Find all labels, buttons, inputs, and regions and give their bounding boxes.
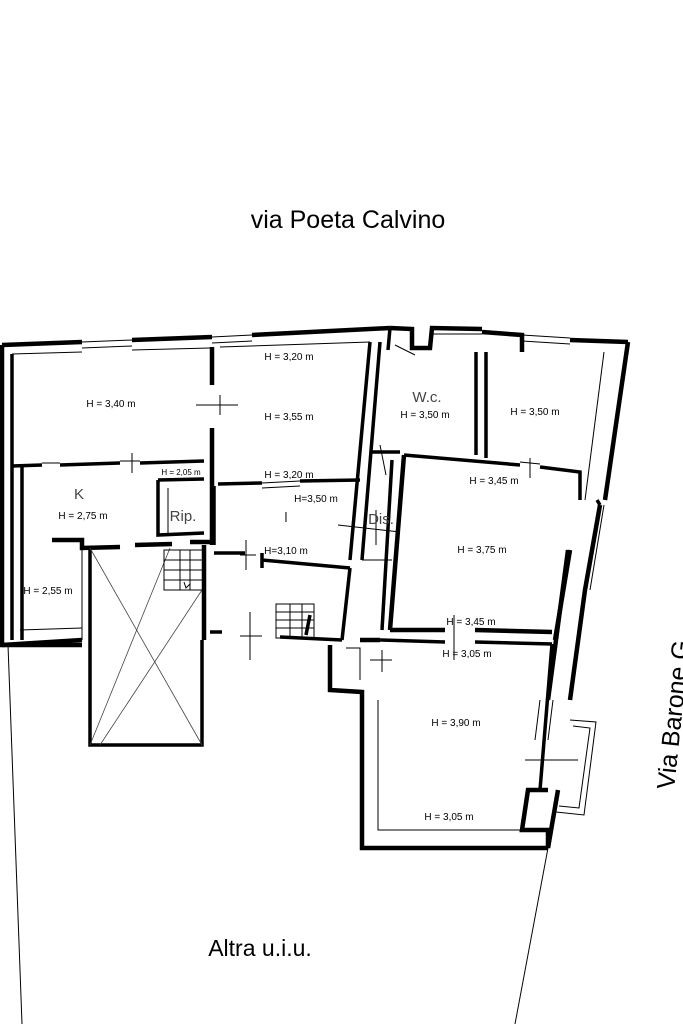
height-label: H = 3,75 m [457, 545, 506, 556]
room-name-k: K [74, 486, 84, 503]
height-label: H = 3,20 m [264, 352, 313, 363]
height-label: H = 3,40 m [86, 399, 135, 410]
height-label: H = 3,50 m [510, 407, 559, 418]
room-name-wc: W.c. [412, 389, 441, 406]
room-name-rip: Rip. [170, 508, 197, 525]
room-name-i: I [284, 509, 288, 526]
property-boundary [7, 644, 549, 1024]
street-label-right: Via Barone G. [652, 632, 683, 791]
height-label: H=3,50 m [294, 494, 338, 505]
height-label: H = 3,20 m [264, 470, 313, 481]
height-label: H = 3,55 m [264, 412, 313, 423]
height-label: H = 2,55 m [23, 586, 72, 597]
stairwell [81, 546, 205, 747]
interior-walls [10, 327, 582, 791]
adjacent-unit-label: Altra u.i.u. [208, 935, 312, 961]
room-name-dis: Dis. [368, 511, 394, 528]
street-label-top: via Poeta Calvino [251, 206, 446, 234]
height-label: H = 3,45 m [469, 476, 518, 487]
height-label: H = 3,50 m [400, 410, 449, 421]
height-label: H = 2,75 m [58, 511, 107, 522]
height-label: H=3,10 m [264, 546, 308, 557]
height-label: H = 3,05 m [424, 812, 473, 823]
small-stair [275, 603, 315, 639]
height-label: H = 3,90 m [431, 718, 480, 729]
height-label: H = 2,05 m [161, 468, 201, 477]
height-label: H = 3,05 m [442, 649, 491, 660]
door-marks [131, 344, 578, 761]
height-label: H = 3,45 m [446, 617, 495, 628]
